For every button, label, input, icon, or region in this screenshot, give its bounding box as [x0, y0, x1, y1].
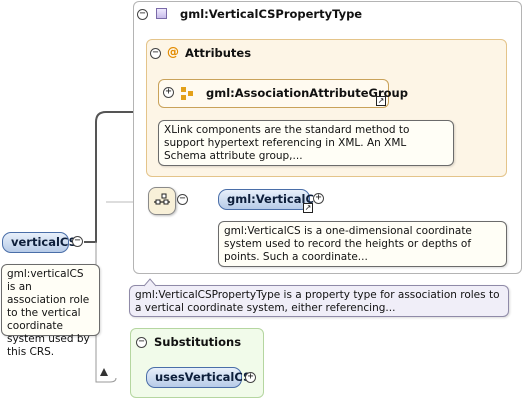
at-icon: @ [167, 45, 179, 59]
substitutions-label: Substitutions [154, 335, 242, 349]
collapse-sequence-toggle[interactable]: − [177, 194, 188, 205]
root-to-substitutions-connector [95, 242, 117, 383]
attribute-group-box[interactable] [158, 79, 389, 108]
attribute-group-name: gml:AssociationAttributeGroup [206, 86, 408, 100]
substitution-label: usesVerticalCS [155, 370, 252, 384]
root-element-label: verticalCS [11, 235, 77, 249]
expand-attribute-group-toggle[interactable]: + [163, 87, 174, 98]
root-element-verticalcs[interactable]: verticalCS [2, 232, 77, 253]
expand-substitution-toggle[interactable]: + [245, 372, 256, 383]
substitution-arrow-icon [100, 368, 108, 376]
element-reference-link-icon[interactable]: ↗ [303, 203, 313, 213]
type-title: gml:VerticalCSPropertyType [180, 7, 363, 21]
collapse-attributes-toggle[interactable]: − [150, 48, 161, 59]
element-verticalcs-label: gml:VerticalCS [227, 192, 323, 206]
element-description: gml:VerticalCS is a one-dimensional coor… [218, 221, 507, 267]
type-description: gml:VerticalCSPropertyType is a property… [129, 285, 509, 317]
collapse-type-toggle[interactable]: − [137, 9, 148, 20]
square-icon [156, 8, 167, 19]
collapse-substitutions-toggle[interactable]: − [136, 337, 147, 348]
reference-link-icon[interactable]: ↗ [376, 96, 386, 106]
expand-element-toggle[interactable]: + [313, 193, 324, 204]
sequence-compositor-icon[interactable] [148, 187, 176, 215]
root-to-type-connector [84, 111, 133, 243]
substitution-usesverticalcs[interactable]: usesVerticalCS [146, 367, 251, 388]
root-description: gml:verticalCS is an association role to… [1, 264, 100, 358]
attribute-group-description: XLink components are the standard method… [158, 120, 454, 166]
attribute-group-icon [181, 87, 195, 101]
collapse-root-toggle[interactable]: − [72, 236, 83, 247]
type-description-pointer [144, 278, 156, 287]
attributes-label: Attributes [185, 46, 252, 60]
element-verticalcs[interactable]: gml:VerticalCS [218, 189, 322, 210]
